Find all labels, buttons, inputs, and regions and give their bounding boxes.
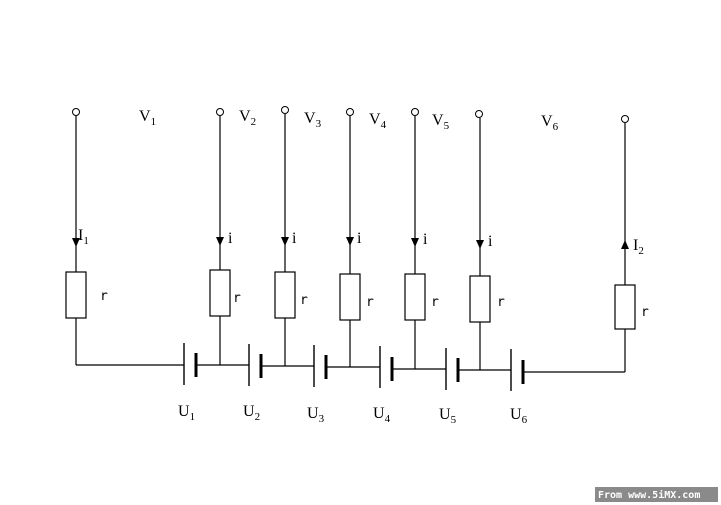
resistor-3	[274, 271, 296, 319]
current-label-branch-3: i	[292, 230, 297, 247]
battery-label-u2: U2	[243, 403, 260, 423]
circuit-wires	[75, 114, 626, 373]
battery-label-u5: U5	[439, 406, 457, 426]
resistor-5	[404, 273, 426, 321]
resistor-label: r	[366, 295, 374, 310]
batteries	[183, 343, 525, 391]
resistor-label: r	[233, 291, 241, 306]
arrow-down-icon	[281, 237, 289, 246]
terminal-4	[346, 108, 354, 116]
resistor-label: r	[100, 289, 108, 304]
node-label-v5: V5	[432, 112, 450, 132]
node-labels: V1 V2 V3 V4 V5 V6	[139, 108, 559, 133]
terminals	[72, 106, 629, 123]
terminal-3	[281, 106, 289, 114]
current-label-branch-5: i	[423, 231, 428, 248]
current-labels: I1 i i i i i I2	[78, 227, 644, 257]
resistor-label: r	[497, 295, 505, 310]
resistor-1	[65, 271, 87, 319]
node-label-v4: V4	[369, 111, 387, 131]
resistor-labels: r r r r r r r	[100, 289, 649, 320]
current-label-branch-2: i	[228, 230, 233, 247]
terminal-5	[411, 108, 419, 116]
arrow-down-icon	[72, 238, 80, 247]
current-label-branch-6: i	[488, 233, 493, 250]
arrow-down-icon	[216, 237, 224, 246]
resistor-2	[209, 269, 231, 317]
resistor-6	[469, 275, 491, 323]
resistor-label: r	[300, 293, 308, 308]
resistor-label: r	[431, 295, 439, 310]
resistor-7	[614, 284, 636, 330]
node-label-v3: V3	[304, 110, 322, 130]
resistor-4	[339, 273, 361, 321]
node-label-v2: V2	[239, 108, 256, 128]
terminal-2	[216, 108, 224, 116]
node-label-v6: V6	[541, 113, 559, 133]
current-label-i2: I2	[633, 237, 644, 257]
terminal-6	[475, 110, 483, 118]
battery-label-u3: U3	[307, 405, 325, 425]
watermark-background	[595, 487, 718, 502]
current-arrows	[72, 237, 629, 249]
current-label-i1: I1	[78, 227, 89, 247]
battery-label-u4: U4	[373, 405, 391, 425]
arrow-down-icon	[476, 240, 484, 249]
terminal-1	[72, 108, 80, 116]
watermark: From www.5iMX.com	[595, 487, 718, 502]
terminal-7	[621, 115, 629, 123]
current-label-branch-4: i	[357, 230, 362, 247]
arrow-down-icon	[411, 238, 419, 247]
node-label-v1: V1	[139, 108, 156, 128]
arrow-up-icon	[621, 240, 629, 249]
watermark-text: From www.5iMX.com	[598, 489, 700, 501]
battery-label-u6: U6	[510, 406, 528, 426]
battery-labels: U1 U2 U3 U4 U5 U6	[178, 403, 528, 426]
resistors	[65, 269, 636, 330]
battery-label-u1: U1	[178, 403, 195, 423]
resistor-label: r	[641, 305, 649, 320]
arrow-down-icon	[346, 237, 354, 246]
